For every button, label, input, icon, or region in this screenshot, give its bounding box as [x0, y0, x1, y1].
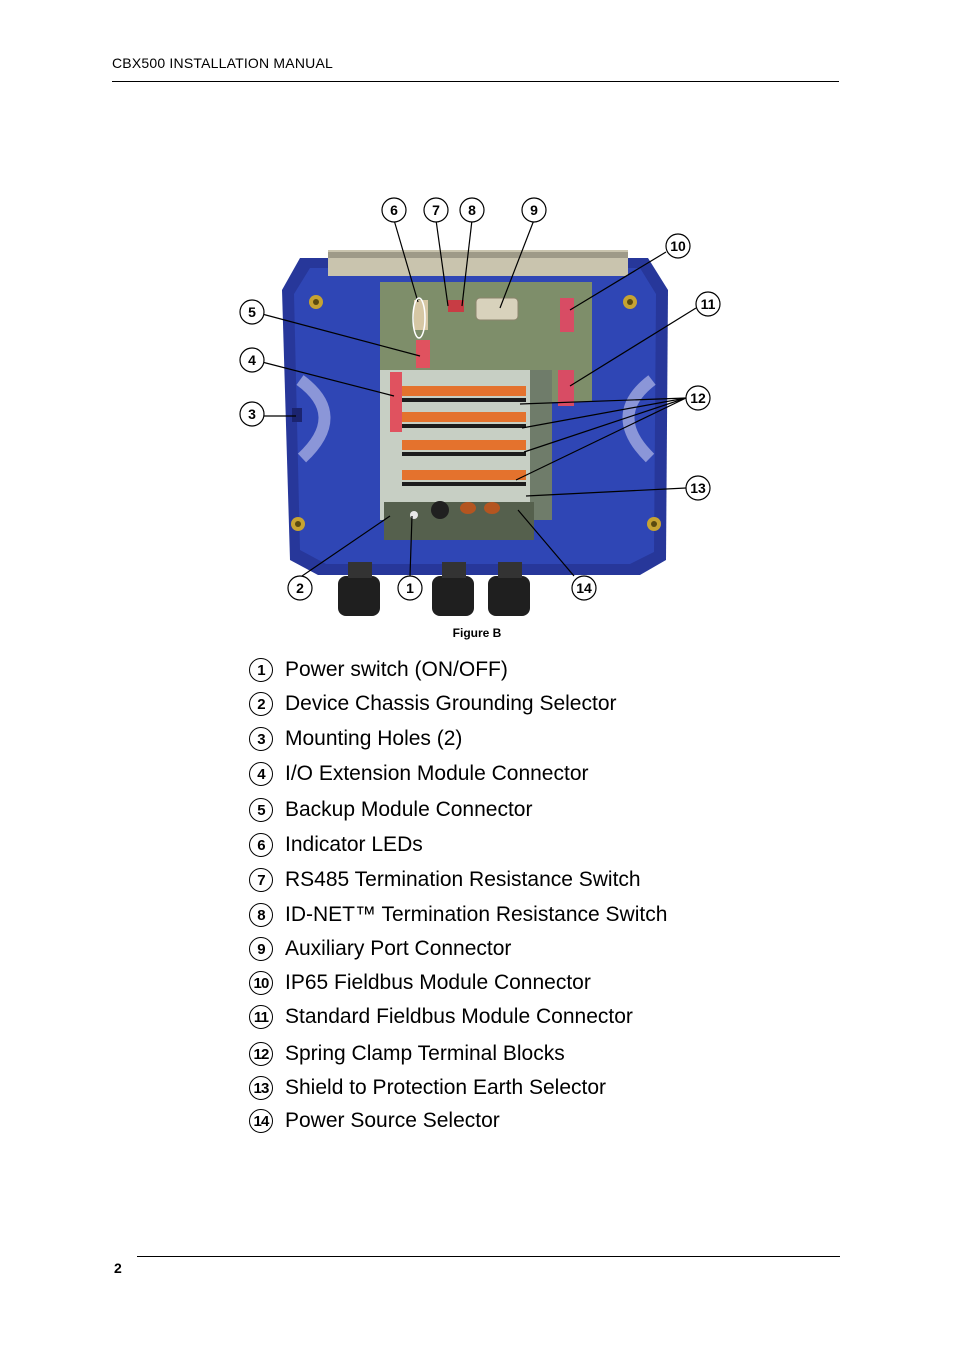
callout-5: 5	[239, 299, 265, 325]
callout-2: 2	[287, 575, 313, 601]
callout-3: 3	[239, 401, 265, 427]
legend-item: 5 Backup Module Connector	[249, 795, 532, 825]
legend-number-badge: 5	[249, 798, 273, 822]
callout-10: 10	[665, 233, 691, 259]
legend-item: 3 Mounting Holes (2)	[249, 724, 462, 754]
svg-text:3: 3	[248, 406, 256, 422]
legend-item-text: Spring Clamp Terminal Blocks	[285, 1042, 565, 1065]
cable-glands	[338, 562, 530, 616]
svg-text:9: 9	[530, 202, 538, 218]
legend-number-badge: 14	[249, 1109, 273, 1133]
legend-number-badge: 12	[249, 1042, 273, 1066]
legend-item: 1 Power switch (ON/OFF)	[249, 655, 508, 685]
legend-item: 2 Device Chassis Grounding Selector	[249, 689, 617, 719]
svg-text:1: 1	[406, 580, 414, 596]
legend-number-badge: 6	[249, 833, 273, 857]
callout-4: 4	[239, 347, 265, 373]
legend-item-text: Mounting Holes (2)	[285, 727, 463, 750]
legend-item-text: Standard Fieldbus Module Connector	[285, 1005, 633, 1028]
legend-item: 9 Auxiliary Port Connector	[249, 934, 511, 964]
legend-number-badge: 3	[249, 727, 273, 751]
legend-item-text: I/O Extension Module Connector	[285, 762, 589, 785]
legend-number-badge: 10	[249, 971, 273, 995]
callout-12: 12	[685, 385, 711, 411]
legend-item-text: Indicator LEDs	[285, 833, 423, 856]
callout-9: 9	[521, 197, 547, 223]
legend-item: 6 Indicator LEDs	[249, 830, 423, 860]
callout-7: 7	[423, 197, 449, 223]
legend-item-text: Device Chassis Grounding Selector	[285, 692, 617, 715]
legend-item: 11 Standard Fieldbus Module Connector	[249, 1002, 633, 1032]
legend-item: 13 Shield to Protection Earth Selector	[249, 1073, 606, 1103]
callout-14: 14	[571, 575, 597, 601]
legend-item: 12 Spring Clamp Terminal Blocks	[249, 1039, 565, 1069]
legend-number-badge: 7	[249, 868, 273, 892]
legend-item-text: Power Source Selector	[285, 1109, 500, 1132]
figure-caption: Figure B	[452, 626, 502, 640]
legend-item-text: RS485 Termination Resistance Switch	[285, 868, 641, 891]
header-rule	[112, 81, 839, 82]
svg-text:12: 12	[690, 390, 706, 406]
legend-item: 14 Power Source Selector	[249, 1106, 500, 1136]
legend-item: 8 ID-NET™ Termination Resistance Switch	[249, 900, 667, 930]
svg-text:14: 14	[576, 580, 592, 596]
callout-8: 8	[459, 197, 485, 223]
svg-text:10: 10	[670, 238, 686, 254]
callout-6: 6	[381, 197, 407, 223]
circuit-board	[380, 282, 592, 540]
svg-text:7: 7	[432, 202, 440, 218]
legend-item-text: Backup Module Connector	[285, 798, 533, 821]
legend-number-badge: 2	[249, 692, 273, 716]
svg-text:2: 2	[296, 580, 304, 596]
svg-text:8: 8	[468, 202, 476, 218]
svg-text:5: 5	[248, 304, 256, 320]
callout-13: 13	[685, 475, 711, 501]
callout-leaders	[261, 219, 697, 577]
footer-rule	[137, 1256, 840, 1257]
legend-number-badge: 9	[249, 937, 273, 961]
legend-number-badge: 11	[249, 1005, 273, 1029]
legend-number-badge: 4	[249, 762, 273, 786]
callout-1: 1	[397, 575, 423, 601]
header-title: CBX500 INSTALLATION MANUAL	[112, 55, 333, 71]
svg-text:11: 11	[701, 296, 716, 312]
legend-item-text: Auxiliary Port Connector	[285, 937, 512, 960]
callout-11: 11	[695, 291, 721, 317]
legend-item-text: Shield to Protection Earth Selector	[285, 1076, 607, 1099]
device-photo-figure: 6 7 8 9 10 11 5 4 3 12 13 2 1 14	[230, 190, 730, 620]
legend-item: 4 I/O Extension Module Connector	[249, 759, 589, 789]
legend-number-badge: 1	[249, 658, 273, 682]
device-photo-illustration: 6 7 8 9 10 11 5 4 3 12 13 2 1 14	[239, 197, 721, 618]
figure-callouts: 6 7 8 9 10 11 5 4 3 12 13 2 1 14	[239, 197, 721, 601]
legend-item-text: ID-NET™ Termination Resistance Switch	[285, 903, 668, 926]
page-number: 2	[114, 1260, 122, 1276]
svg-text:13: 13	[690, 480, 706, 496]
legend-item-text: Power switch (ON/OFF)	[285, 658, 508, 681]
legend-number-badge: 13	[249, 1076, 273, 1100]
svg-text:6: 6	[390, 202, 398, 218]
legend-number-badge: 8	[249, 903, 273, 927]
legend-item: 10 IP65 Fieldbus Module Connector	[249, 968, 591, 998]
svg-text:4: 4	[248, 352, 256, 368]
legend-item-text: IP65 Fieldbus Module Connector	[285, 971, 591, 994]
legend-item: 7 RS485 Termination Resistance Switch	[249, 865, 641, 895]
